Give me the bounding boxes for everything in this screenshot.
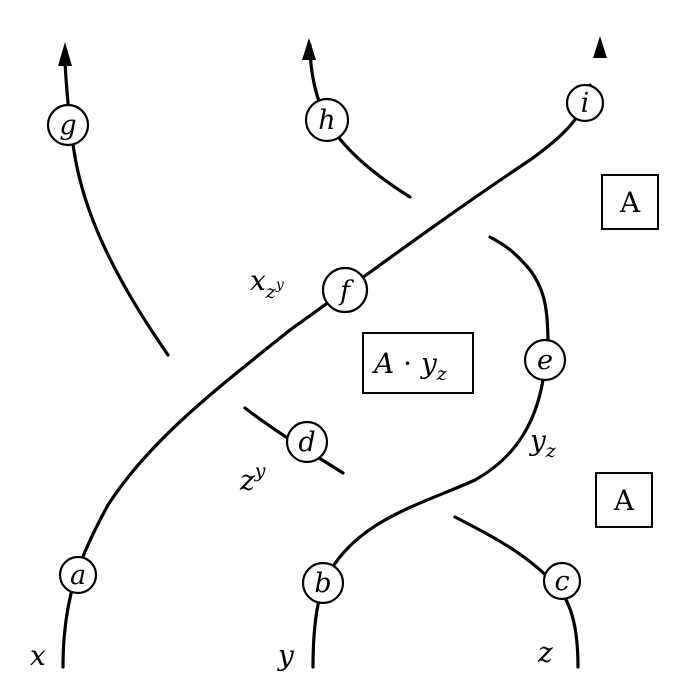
node-d-label: d xyxy=(298,427,315,458)
box-A-top-right: A xyxy=(601,174,659,230)
strand-x-to-i xyxy=(61,83,592,669)
node-a-label: a xyxy=(70,560,86,591)
node-h: h xyxy=(304,97,350,143)
box-A-dot-y-z-label: A · yz xyxy=(371,347,448,385)
strand-g-segment xyxy=(63,60,170,357)
strand-y-upper xyxy=(488,235,550,347)
label-z-bottom: z xyxy=(537,636,553,669)
node-c: c xyxy=(542,561,582,601)
node-d: d xyxy=(285,420,329,464)
node-a: a xyxy=(58,555,98,595)
label-y-sub-z-sub: z xyxy=(545,440,557,462)
node-g-label: g xyxy=(59,110,76,141)
node-i-label: i xyxy=(581,88,590,119)
node-e-label: e xyxy=(537,345,553,376)
box-A-dot-y-z-base: A xyxy=(371,347,394,380)
node-e: e xyxy=(523,338,567,382)
box-A-dot-y-z-sub: z xyxy=(436,363,448,385)
label-z-sup-y-base: z xyxy=(239,464,255,497)
label-x-sub-z-y-base: x xyxy=(250,264,266,297)
arrow-up-i-icon xyxy=(593,36,607,58)
node-b: b xyxy=(301,561,345,605)
node-c-label: c xyxy=(554,566,569,597)
box-A-dot-y-z-dot: · xyxy=(394,347,421,380)
strand-y-lower xyxy=(311,363,547,669)
node-i: i xyxy=(565,83,605,123)
arrow-up-g-icon xyxy=(58,42,72,66)
node-h-label: h xyxy=(318,105,335,136)
label-y-bottom: y xyxy=(276,639,295,672)
label-z-sup-y-sup: y xyxy=(254,460,266,482)
box-A-dot-y-z: A · yz xyxy=(362,332,474,394)
node-b-label: b xyxy=(314,568,331,599)
label-x-sub-z-y-subsub: y xyxy=(275,277,285,293)
box-A-bottom-right: A xyxy=(595,472,653,528)
label-y-sub-z: yz xyxy=(528,424,557,462)
node-f: f xyxy=(321,266,369,314)
box-A-dot-y-z-var: y xyxy=(419,347,438,380)
box-A-top-right-label: A xyxy=(619,186,641,219)
arrow-up-h-icon xyxy=(302,38,316,60)
node-g: g xyxy=(46,103,90,147)
label-x-bottom: x xyxy=(30,639,46,672)
label-x-sub-z-y-sub: z xyxy=(265,281,277,303)
label-z-sup-y: zy xyxy=(239,460,266,497)
box-A-bottom-right-label: A xyxy=(613,484,635,517)
label-y-sub-z-base: y xyxy=(528,424,547,457)
label-x-sub-z-y: xzy xyxy=(250,264,285,303)
